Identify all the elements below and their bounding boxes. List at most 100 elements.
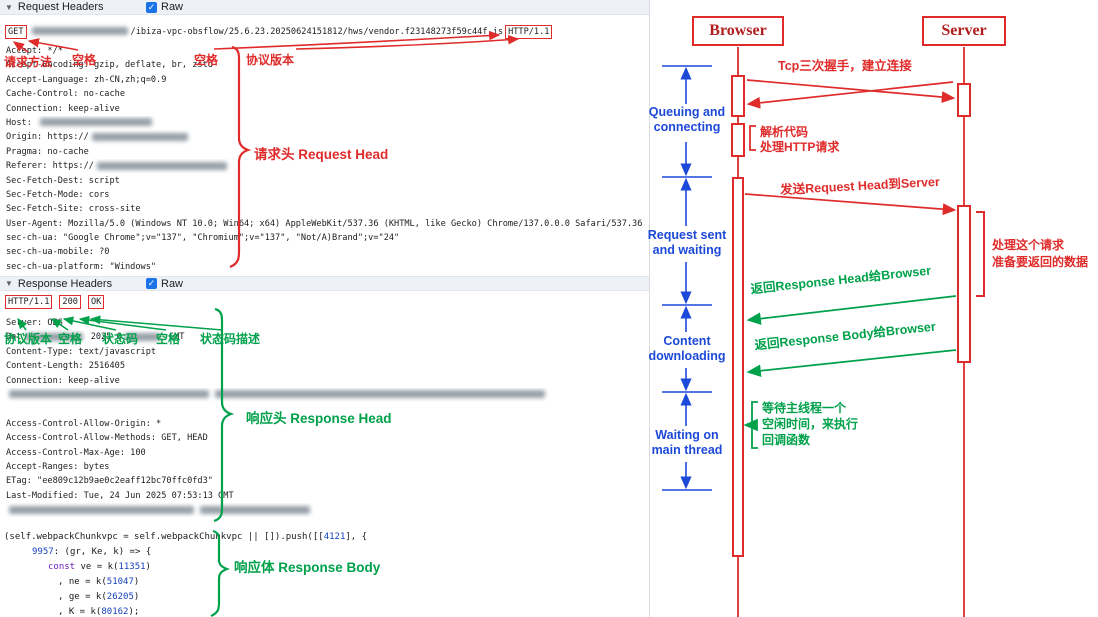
- header-text: GMT: [163, 332, 185, 343]
- note-parse-code: 解析代码: [760, 125, 809, 139]
- header-line: sec-ch-ua: "Google Chrome";v="137", "Chr…: [6, 231, 648, 245]
- code-line: , K = k(80162);: [4, 605, 648, 617]
- code-token-num: 4121: [323, 532, 346, 542]
- server-actor-box: Server: [922, 16, 1006, 46]
- redacted-text: [96, 161, 227, 170]
- send-request-head-arrow: [744, 193, 957, 216]
- header-line: [6, 503, 648, 517]
- code-token: : (gr, Ke, k) => {: [53, 547, 152, 557]
- raw-label: Raw: [161, 277, 184, 290]
- sequence-diagram-lines: [662, 47, 985, 617]
- redacted-text: [200, 505, 310, 514]
- header-text: Referer: https://: [6, 161, 94, 172]
- header-text: 2025 0: [85, 332, 122, 343]
- header-line: Last-Modified: Tue, 24 Jun 2025 07:53:13…: [6, 489, 648, 503]
- header-text: Content-Type: text/javascript: [6, 346, 157, 357]
- header-line: Accept-Ranges: bytes: [6, 460, 648, 474]
- phase-waiting-main-thread: Waiting on main thread: [651, 428, 723, 457]
- devtools-headers-panel: ▼ Request Headers ✓ Raw GET /ibiza-vpc-o…: [0, 0, 650, 617]
- header-line: Access-Control-Allow-Methods: GET, HEAD: [6, 431, 648, 445]
- activation-bars: [731, 75, 971, 557]
- raw-checkbox-checked-icon[interactable]: ✓: [146, 1, 157, 13]
- request-url: /ibiza-vpc-obsflow/25.6.23.2025062415181…: [29, 27, 503, 37]
- note-wait-main-thread-1: 等待主线程一个: [762, 401, 847, 415]
- note-wait-main-thread-2: 空闲时间，来执行: [762, 417, 859, 431]
- redacted-text: [124, 332, 161, 341]
- header-text: Dat: [6, 332, 22, 343]
- header-text: Access-Control-Max-Age: 100: [6, 447, 146, 458]
- code-token: , ge = k(: [58, 592, 107, 602]
- browser-tcp-activation: [731, 75, 745, 117]
- code-token: (self.webpackChunkvpc = self.webpackChun…: [4, 532, 324, 542]
- raw-checkbox-checked-icon[interactable]: ✓: [146, 278, 157, 289]
- code-token: ], {: [345, 532, 368, 542]
- header-text: Server: OBS: [6, 318, 63, 328]
- header-text: Last-Modified: Tue, 24 Jun 2025 07:53:13…: [6, 490, 234, 501]
- phase-queuing-connecting: Queuing and connecting: [648, 105, 726, 134]
- header-line: Content-Length: 2516405: [6, 359, 648, 373]
- header-line: Access-Control-Allow-Origin: *: [6, 417, 648, 431]
- code-token-num: 51047: [106, 577, 134, 587]
- request-line: GET /ibiza-vpc-obsflow/25.6.23.202506241…: [3, 22, 554, 41]
- header-text: Access-Control-Allow-Methods: GET, HEAD: [6, 433, 208, 444]
- annotation-request-head: 请求头 Request Head: [254, 147, 389, 162]
- response-arrows: [746, 295, 957, 378]
- header-text: sec-ch-ua: "Google Chrome";v="137", "Chr…: [6, 233, 400, 244]
- raw-toggle[interactable]: ✓ Raw: [146, 278, 183, 290]
- header-text: Connection: keep-alive: [6, 103, 120, 114]
- header-text: Content-Length: 2516405: [6, 361, 125, 372]
- timing-ruler: [662, 65, 712, 491]
- code-line: (self.webpackChunkvpc = self.webpackChun…: [4, 530, 648, 545]
- phase-request-sent-waiting: Request sent and waiting: [647, 228, 727, 257]
- annotation-space-1: 空格: [72, 53, 97, 67]
- response-headers-list: Server: OBS Dat 2025 0 GMT Content-Type: t…: [6, 316, 648, 517]
- header-text: Cache-Control: no-cache: [6, 89, 125, 100]
- header-line: Connection: keep-alive: [6, 102, 648, 116]
- header-line: [6, 388, 648, 402]
- annotation-status-code: 状态码: [102, 332, 139, 346]
- note-wait-main-thread-3: 回调函数: [762, 433, 811, 447]
- annotation-response-head: 响应头 Response Head: [246, 411, 392, 426]
- raw-toggle[interactable]: ✓ Raw: [146, 1, 183, 13]
- browser-actor-box: Browser: [692, 16, 784, 46]
- header-line: Sec-Fetch-Site: cross-site: [6, 202, 648, 216]
- browser-main-activation: [732, 177, 744, 557]
- header-text: Sec-Fetch-Site: cross-site: [6, 204, 141, 215]
- response-headers-section-bar[interactable]: ▼ Response Headers ✓ Raw: [0, 276, 649, 291]
- collapse-triangle-icon[interactable]: ▼: [5, 2, 13, 12]
- request-headers-list: Accept: */* Accept-Encoding: gzip, deflat…: [6, 44, 648, 274]
- response-headers-title: Response Headers: [17, 277, 113, 290]
- code-token: ): [145, 562, 151, 572]
- header-line: sec-ch-ua-mobile: ?0: [6, 245, 648, 259]
- note-prepare-data: 准备要返回的数据: [992, 255, 1089, 269]
- request-headers-section-bar[interactable]: ▼ Request Headers ✓ Raw: [0, 0, 649, 15]
- code-line: const ve = k(11351): [4, 560, 648, 575]
- redacted-text: [40, 118, 153, 127]
- redacted-text: [9, 390, 209, 399]
- request-headers-title: Request Headers: [17, 1, 104, 13]
- header-line: Origin: https://: [6, 130, 648, 144]
- annotation-request-method: 请求方法: [4, 55, 53, 69]
- header-text: Access-Control-Allow-Origin: *: [6, 418, 162, 429]
- redacted-text: [24, 332, 83, 341]
- tcp-handshake-arrows: [746, 79, 956, 109]
- header-line: Referer: https://: [6, 159, 648, 173]
- code-line: , ne = k(51047): [4, 575, 648, 590]
- redacted-text: [215, 390, 545, 399]
- collapse-triangle-icon[interactable]: ▼: [5, 279, 13, 288]
- header-line: sec-ch-ua-platform: "Windows": [6, 260, 648, 274]
- header-text: Accept: */*: [6, 46, 63, 56]
- code-token: );: [128, 607, 140, 617]
- code-token-num: 11351: [118, 562, 146, 572]
- phase-content-downloading: Content downloading: [648, 334, 726, 363]
- raw-label: Raw: [161, 1, 184, 13]
- annotation-response-body: 响应体 Response Body: [234, 560, 381, 575]
- code-token-kw: const: [48, 562, 76, 572]
- header-text: Accept-Encoding: gzip, deflate, br, zstd: [6, 60, 213, 71]
- response-status-line: HTTP/1.1 200 OK: [3, 295, 109, 309]
- header-line: Accept-Encoding: gzip, deflate, br, zstd: [6, 58, 648, 72]
- annotation-status-description: 状态码描述: [200, 332, 261, 346]
- note-handle-http: 处理HTTP请求: [760, 140, 840, 154]
- redacted-text: [9, 505, 194, 514]
- server-tcp-activation: [957, 83, 971, 117]
